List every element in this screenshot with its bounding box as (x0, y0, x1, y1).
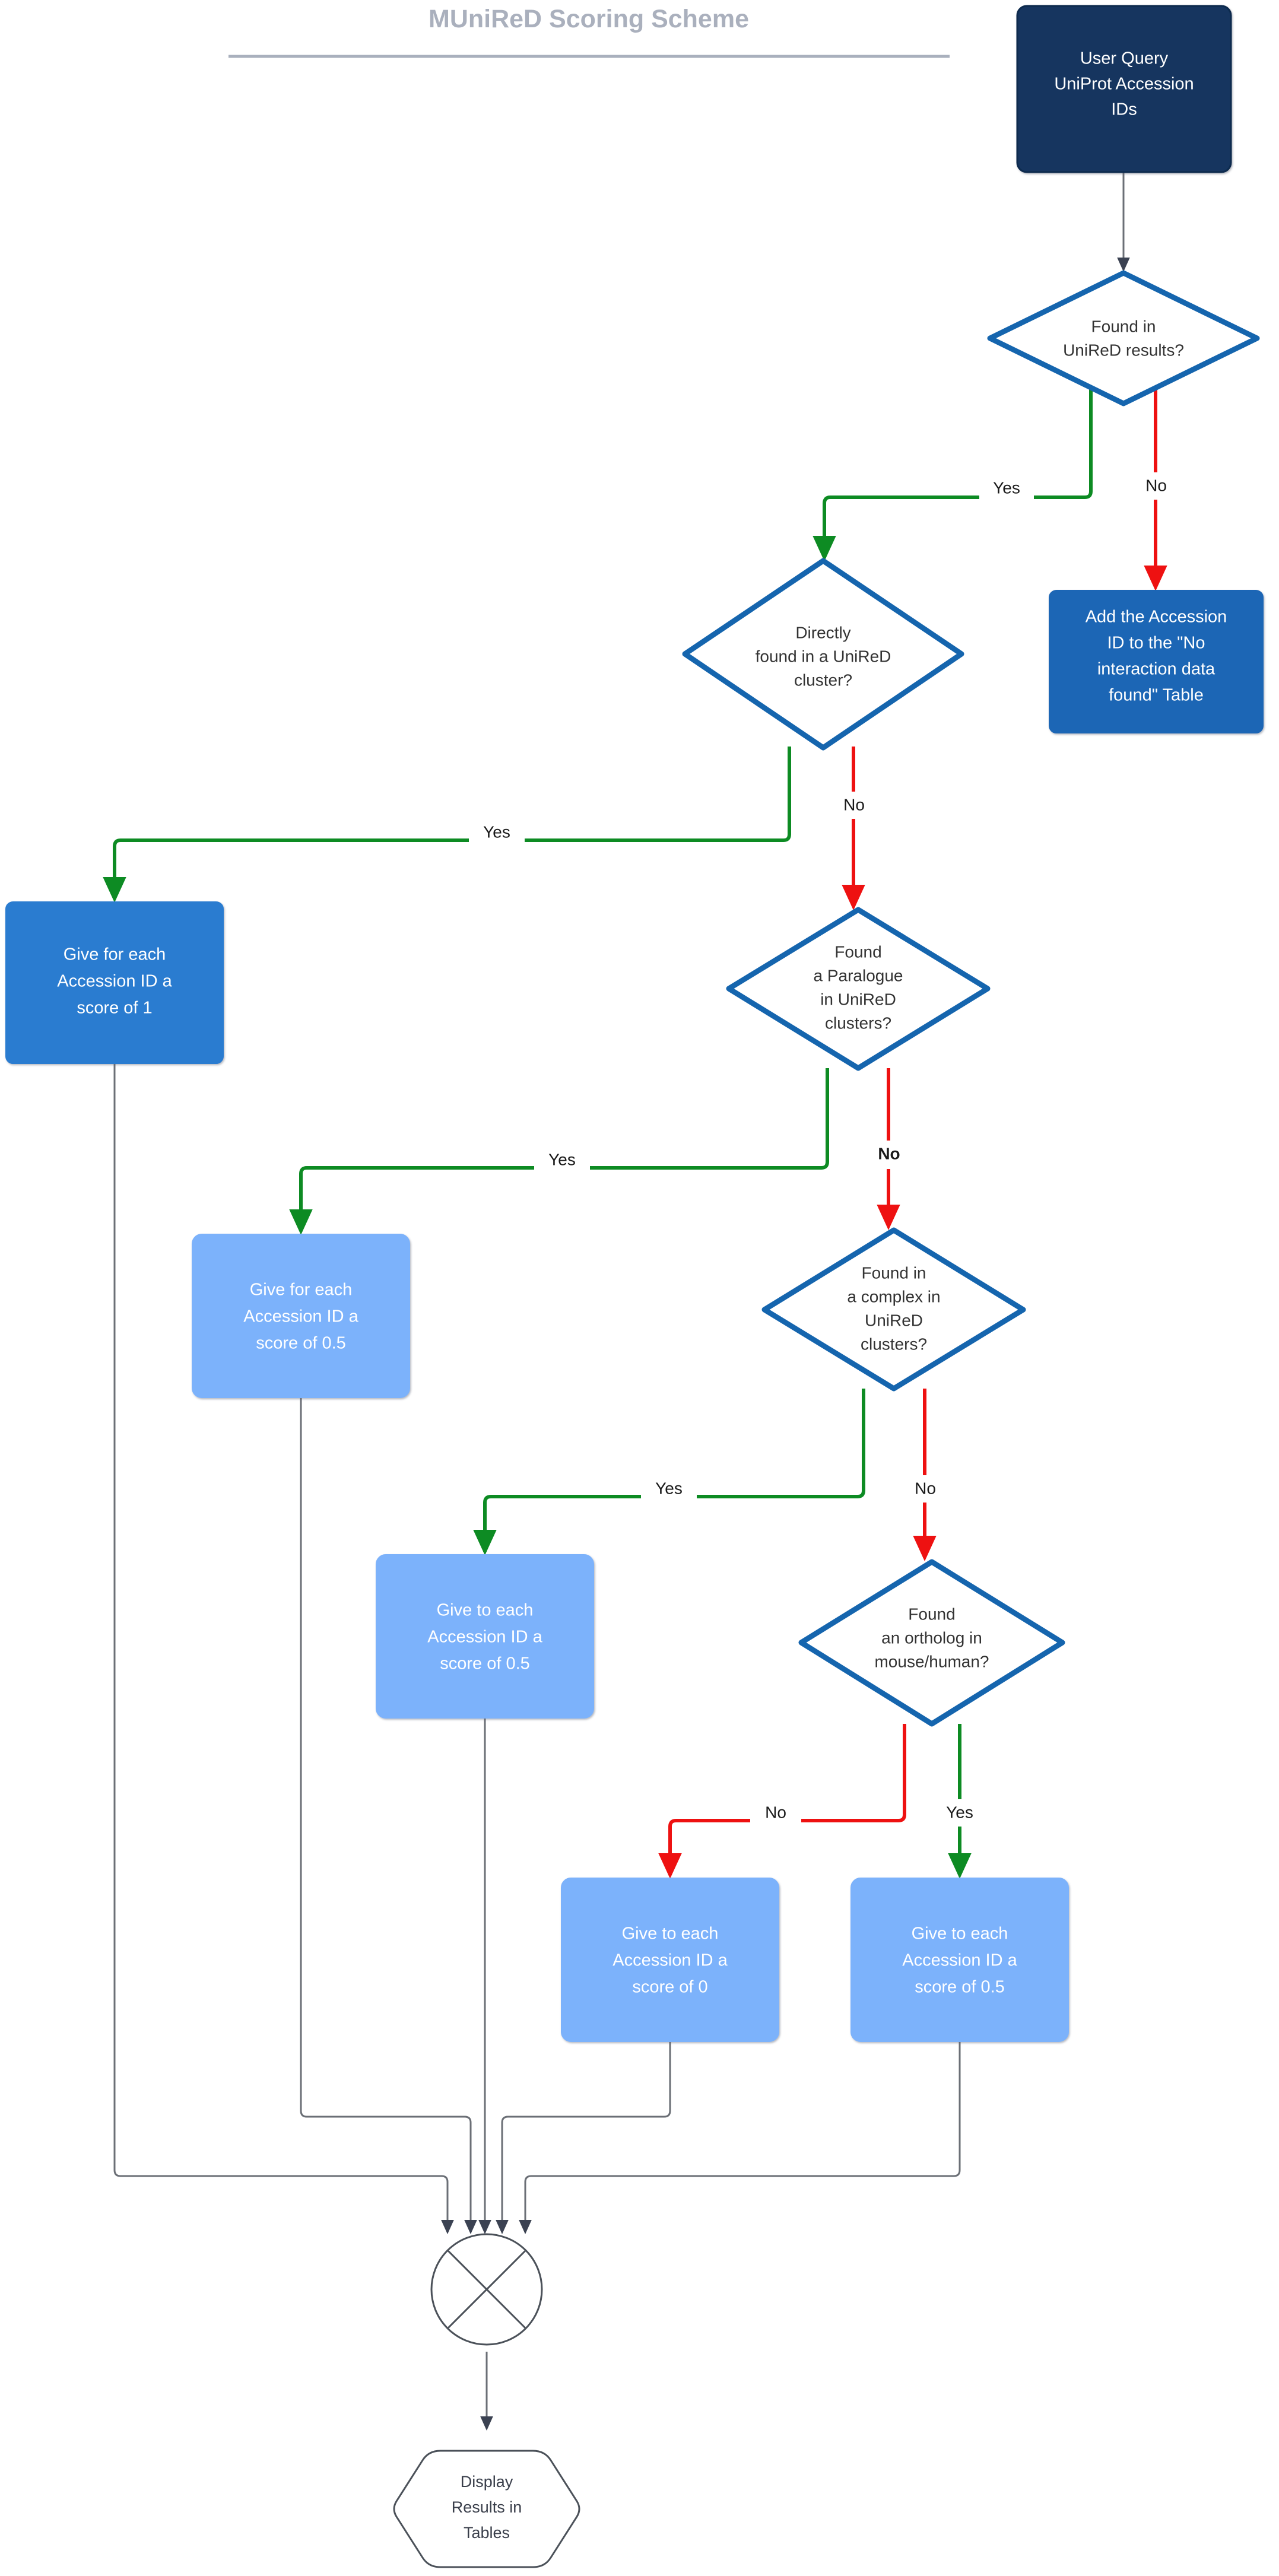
edge-ortholog-no: No (658, 1724, 906, 1879)
score-05-complex-line-2: Accession ID a (427, 1628, 542, 1647)
directly-found-line-3: cluster? (794, 671, 852, 689)
found-paralogue-line-3: in UniReD (820, 990, 896, 1008)
node-score-05-ortholog[interactable]: Give to each Accession ID a score of 0.5 (850, 1878, 1069, 2042)
score-1-box[interactable] (5, 901, 224, 1064)
score-0-line-3: score of 0 (632, 1978, 707, 1997)
display-results-line-1: Display (461, 2473, 513, 2491)
edge-directlyfound-no: No (829, 747, 880, 911)
user-query-line-1: User Query (1080, 49, 1169, 68)
merge-x-stroke-2 (446, 2249, 527, 2330)
no-interaction-line-4: found" Table (1109, 686, 1204, 705)
edge-label-ortholog-yes: Yes (946, 1803, 973, 1821)
found-paralogue-diamond[interactable] (726, 907, 991, 1071)
no-interaction-line-2: ID to the "No (1107, 634, 1205, 653)
node-no-interaction-table[interactable]: Add the Accession ID to the "No interact… (1049, 590, 1264, 733)
found-ortholog-line-2: an ortholog in (881, 1628, 982, 1647)
edge-score1-to-merge (113, 1062, 454, 2234)
edge-label-paralogue-no: No (878, 1144, 900, 1162)
no-interaction-box[interactable] (1049, 590, 1264, 733)
found-paralogue-line-4: clusters? (825, 1014, 891, 1032)
found-complex-line-4: clusters? (861, 1335, 927, 1353)
edge-complex-yes: Yes (473, 1389, 865, 1556)
found-ortholog-diamond[interactable] (798, 1559, 1065, 1727)
edge-label-found-unired-yes: Yes (993, 478, 1020, 497)
node-display-results[interactable]: Display Results in Tables (393, 2450, 580, 2568)
node-score-05-paralogue[interactable]: Give for each Accession ID a score of 0.… (192, 1234, 410, 1398)
edge-label-directly-found-yes: Yes (483, 822, 510, 841)
edge-label-directly-found-no: No (843, 795, 865, 814)
score-05-complex-line-1: Give to each (437, 1601, 534, 1620)
score-05-complex-line-3: score of 0.5 (440, 1654, 530, 1673)
edge-foundunired-no: No (1131, 380, 1182, 592)
found-in-unired-line-1: Found in (1091, 317, 1156, 335)
node-found-ortholog-decision[interactable]: Found an ortholog in mouse/human? (798, 1559, 1065, 1727)
score-05-paralogue-line-3: score of 0.5 (256, 1334, 346, 1353)
edge-label-ortholog-no: No (765, 1803, 786, 1821)
found-paralogue-line-2: a Paralogue (813, 966, 903, 984)
node-found-complex-decision[interactable]: Found in a complex in UniReD clusters? (761, 1227, 1026, 1392)
node-directly-found-decision[interactable]: Directly found in a UniReD cluster? (682, 558, 964, 751)
found-in-unired-line-2: UniReD results? (1063, 341, 1184, 359)
found-in-unired-diamond[interactable] (987, 270, 1260, 406)
node-score-0[interactable]: Give to each Accession ID a score of 0 (561, 1878, 779, 2042)
score-05-ortholog-line-1: Give to each (912, 1924, 1008, 1943)
score-05-complex-box[interactable] (376, 1554, 594, 1719)
edge-label-found-unired-no: No (1145, 476, 1167, 494)
edge-label-paralogue-yes: Yes (548, 1150, 576, 1168)
score-05-paralogue-line-2: Accession ID a (243, 1307, 358, 1326)
score-05-paralogue-line-1: Give for each (250, 1281, 352, 1300)
node-found-paralogue-decision[interactable]: Found a Paralogue in UniReD clusters? (726, 907, 991, 1071)
score-1-line-2: Accession ID a (57, 972, 172, 991)
no-interaction-line-3: interaction data (1097, 660, 1215, 679)
found-complex-line-2: a complex in (847, 1287, 940, 1306)
edge-score05paralogue-to-merge (300, 1397, 477, 2234)
edge-foundunired-yes: Yes (813, 380, 1093, 562)
display-results-line-3: Tables (464, 2524, 510, 2542)
found-complex-line-3: UniReD (865, 1311, 923, 1329)
score-05-ortholog-box[interactable] (850, 1878, 1069, 2042)
found-complex-diamond[interactable] (761, 1227, 1026, 1392)
edge-paralogue-yes: Yes (289, 1068, 829, 1235)
score-05-paralogue-box[interactable] (192, 1234, 410, 1398)
score-1-line-3: score of 1 (77, 999, 152, 1018)
score-05-ortholog-line-3: score of 0.5 (915, 1978, 1005, 1997)
no-interaction-line-1: Add the Accession (1086, 608, 1227, 627)
found-ortholog-line-3: mouse/human? (874, 1652, 989, 1670)
score-0-line-1: Give to each (622, 1924, 719, 1943)
directly-found-line-1: Directly (795, 623, 850, 641)
edge-score0-to-merge (496, 2041, 671, 2234)
user-query-line-3: IDs (1111, 100, 1137, 119)
edge-label-complex-yes: Yes (655, 1479, 683, 1497)
score-0-line-2: Accession ID a (612, 1951, 728, 1970)
edge-score05ortholog-to-merge (519, 2041, 961, 2234)
score-0-box[interactable] (561, 1878, 779, 2042)
found-ortholog-line-1: Found (908, 1605, 955, 1623)
edge-complex-no: No (899, 1389, 951, 1562)
found-complex-line-1: Found in (862, 1263, 926, 1282)
edge-label-complex-no: No (915, 1479, 936, 1497)
user-query-box[interactable] (1016, 5, 1232, 173)
found-paralogue-line-1: Found (834, 942, 881, 961)
edge-paralogue-no: No (862, 1068, 915, 1231)
edge-directlyfound-yes: Yes (103, 747, 791, 903)
node-merge-junction[interactable] (430, 2233, 543, 2346)
page-title: MUniReD Scoring Scheme (429, 5, 749, 33)
display-results-line-2: Results in (452, 2498, 522, 2516)
node-found-in-unired-decision[interactable]: Found in UniReD results? (987, 270, 1260, 406)
score-1-line-1: Give for each (64, 945, 166, 964)
display-results-hexagon[interactable] (393, 2450, 580, 2568)
user-query-line-2: UniProt Accession (1054, 75, 1194, 94)
node-user-query[interactable]: User Query UniProt Accession IDs (1016, 5, 1232, 173)
edge-ortholog-yes: Yes (932, 1724, 988, 1879)
node-score-05-complex[interactable]: Give to each Accession ID a score of 0.5 (376, 1554, 594, 1719)
page-title-group: MUniReD Scoring Scheme (228, 5, 950, 58)
node-score-1[interactable]: Give for each Accession ID a score of 1 (5, 901, 224, 1064)
directly-found-line-2: found in a UniReD (756, 647, 891, 665)
directly-found-diamond[interactable] (682, 558, 964, 751)
score-05-ortholog-line-2: Accession ID a (902, 1951, 1017, 1970)
